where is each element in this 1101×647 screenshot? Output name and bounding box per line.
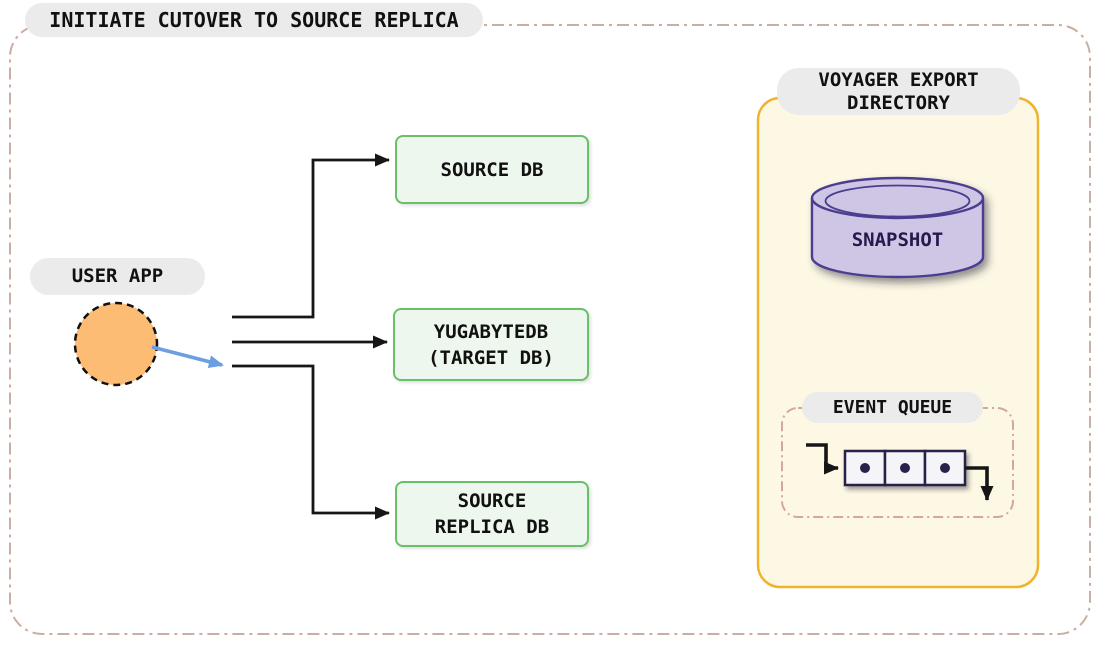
- source-db-label: SOURCE DB: [440, 158, 544, 181]
- queue-cells-icon: [843, 449, 967, 487]
- queue-exit-arrow: [965, 466, 994, 501]
- snapshot-label: SNAPSHOT: [851, 229, 944, 251]
- queue-entry-arrow: [806, 443, 839, 475]
- diagram-title: INITIATE CUTOVER TO SOURCE REPLICA: [25, 3, 483, 37]
- source-replica-label-line2: REPLICA DB: [434, 516, 550, 538]
- node-yugabytedb-target-db: YUGABYTEDB (TARGET DB): [393, 308, 589, 381]
- voyager-label-line2: DIRECTORY: [847, 91, 950, 114]
- yugabytedb-label-line2: (TARGET DB): [428, 346, 554, 369]
- yugabytedb-label-line1: YUGABYTEDB: [433, 320, 549, 343]
- voyager-export-directory-container: [756, 96, 1040, 589]
- cutover-blue-arrow: [151, 345, 224, 369]
- node-source-db: SOURCE DB: [395, 135, 589, 204]
- event-queue-label: EVENT QUEUE: [802, 392, 983, 423]
- source-replica-label-line1: SOURCE: [457, 490, 527, 512]
- node-source-replica-db: SOURCE REPLICA DB: [395, 481, 589, 547]
- connector-user-app-to-source-replica-db: [232, 364, 390, 520]
- user-app-circle: [73, 301, 159, 387]
- event-queue-dashed-frame: [781, 407, 1014, 518]
- snapshot-cylinder-icon: [810, 176, 985, 279]
- voyager-export-directory-label: VOYAGER EXPORT DIRECTORY: [777, 68, 1020, 115]
- user-app-label-text: USER APP: [71, 265, 164, 288]
- user-app-label: USER APP: [30, 258, 205, 295]
- voyager-label-line1: VOYAGER EXPORT: [818, 68, 979, 91]
- outer-dashed-frame: [9, 24, 1091, 635]
- diagram-title-text: INITIATE CUTOVER TO SOURCE REPLICA: [49, 8, 459, 32]
- event-queue-label-text: EVENT QUEUE: [832, 396, 953, 418]
- connector-user-app-to-source-db: [232, 153, 390, 319]
